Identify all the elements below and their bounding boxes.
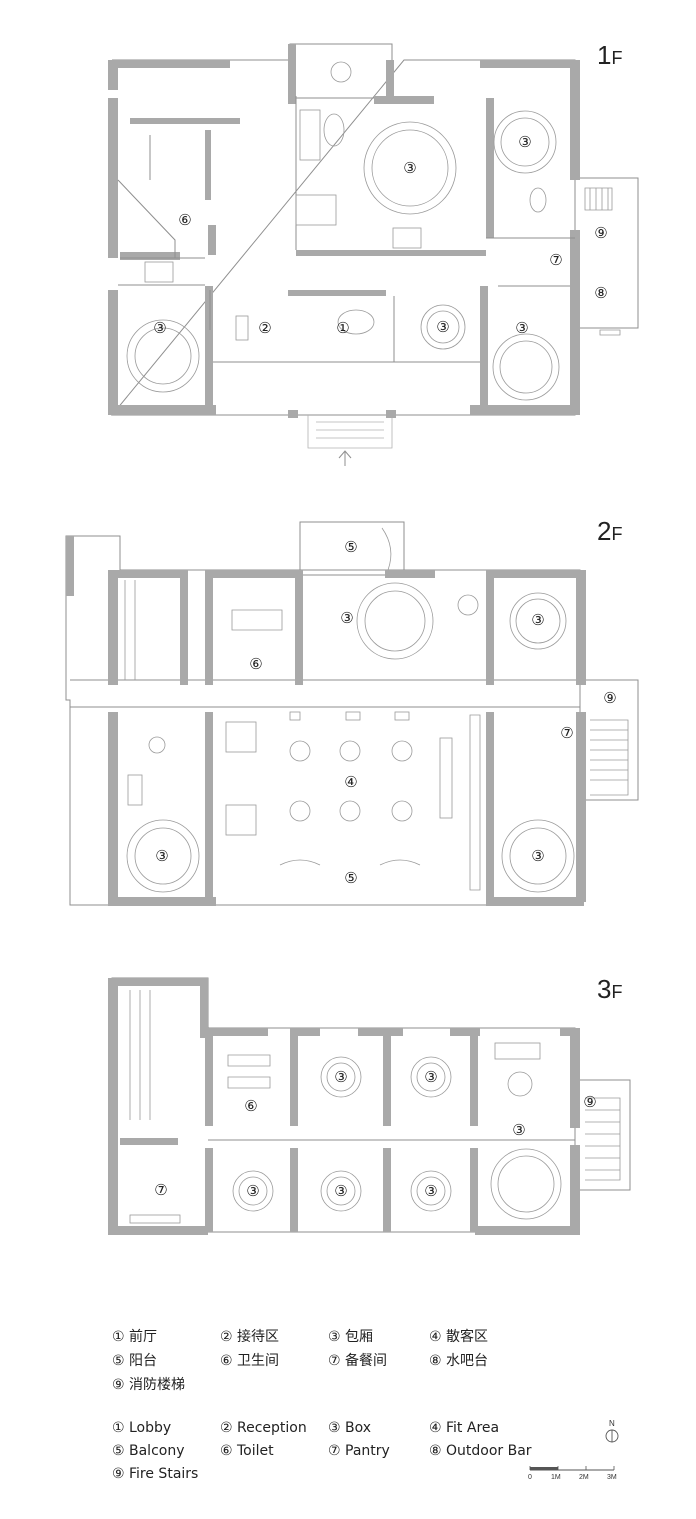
legend-cn-balcony: ⑤ 阳台	[112, 1353, 158, 1369]
floor-label-2f: 2F	[597, 516, 623, 546]
marker-2f-box-left: ③	[155, 847, 168, 865]
marker-1f-box-left: ③	[153, 319, 166, 337]
marker-2f-pantry: ⑦	[560, 724, 573, 742]
legend-en-balcony: ⑤ Balcony	[112, 1443, 185, 1459]
scale-tick-2m: 2M	[579, 1474, 589, 1481]
legend-en-box: ③ Box	[328, 1420, 372, 1436]
legend-cn-lobby: ① 前厅	[112, 1329, 158, 1345]
marker-3f-box-b: ③	[424, 1068, 437, 1086]
marker-1f-outdoor-bar: ⑧	[594, 284, 607, 302]
marker-3f-box-c: ③	[246, 1182, 259, 1200]
legend-en-outdoor-bar: ⑧ Outdoor Bar	[429, 1443, 532, 1459]
marker-2f-balcony-top: ⑤	[344, 538, 357, 556]
legend-en-lobby: ① Lobby	[112, 1420, 172, 1436]
marker-2f-box-top: ③	[340, 609, 353, 627]
legend-cn-box: ③ 包厢	[328, 1329, 374, 1345]
legend-cn-toilet: ⑥ 卫生间	[220, 1353, 280, 1369]
marker-3f-fire-stairs: ⑨	[583, 1093, 596, 1111]
scale-bar	[529, 1466, 615, 1471]
marker-3f-box-a: ③	[334, 1068, 347, 1086]
marker-1f-box-center: ③	[403, 159, 416, 177]
legend-cn-reception: ② 接待区	[220, 1329, 280, 1345]
marker-2f-balcony-bottom: ⑤	[344, 869, 357, 887]
legend-en-toilet: ⑥ Toilet	[220, 1443, 274, 1459]
marker-2f-toilet: ⑥	[249, 655, 262, 673]
marker-2f-fire-stairs: ⑨	[603, 689, 616, 707]
legend-en-fit-area: ④ Fit Area	[429, 1420, 500, 1436]
marker-1f-lobby: ①	[336, 319, 349, 337]
marker-1f-box-top-right: ③	[518, 133, 531, 151]
room-markers: ① ② ③ ③ ③ ③ ③ ⑥ ⑦ ⑧ ⑨ ⑤ ③ ③ ⑥ ⑨ ⑦ ④ ③ ③ …	[153, 133, 616, 1200]
floor-3-plan	[108, 977, 631, 1235]
legend-cn-outdoor-bar: ⑧ 水吧台	[429, 1353, 489, 1369]
legend-cn-fit-area: ④ 散客区	[429, 1329, 489, 1345]
floor-1-plan	[108, 43, 639, 466]
compass	[605, 1429, 619, 1443]
marker-2f-fit-area: ④	[344, 773, 357, 791]
marker-3f-box-e: ③	[424, 1182, 437, 1200]
legend-cn-fire-stairs: ⑨ 消防楼梯	[112, 1377, 186, 1393]
marker-3f-toilet: ⑥	[244, 1097, 257, 1115]
floor-2-plan	[65, 521, 639, 906]
legend-cn-pantry: ⑦ 备餐间	[328, 1353, 388, 1369]
scale-tick-0: 0	[528, 1474, 532, 1481]
legend-en-reception: ② Reception	[220, 1420, 307, 1436]
floor-label-1f: 1F	[597, 40, 623, 70]
marker-2f-box-right: ③	[531, 847, 544, 865]
legend-en-pantry: ⑦ Pantry	[328, 1443, 390, 1459]
marker-3f-box-large: ③	[512, 1121, 525, 1139]
marker-1f-box-mid: ③	[436, 318, 449, 336]
floor-label-3f: 3F	[597, 974, 623, 1004]
marker-2f-box-top-right: ③	[531, 611, 544, 629]
scale-tick-3m: 3M	[607, 1474, 617, 1481]
legend-en-fire-stairs: ⑨ Fire Stairs	[112, 1466, 199, 1482]
marker-1f-box-right: ③	[515, 319, 528, 337]
marker-3f-box-d: ③	[334, 1182, 347, 1200]
marker-1f-pantry: ⑦	[549, 251, 562, 269]
marker-1f-toilet: ⑥	[178, 211, 191, 229]
marker-1f-fire-stairs: ⑨	[594, 224, 607, 242]
marker-1f-reception: ②	[258, 319, 271, 337]
scale-tick-1m: 1M	[551, 1474, 561, 1481]
compass-north-label: N	[609, 1419, 615, 1428]
marker-3f-pantry: ⑦	[154, 1181, 167, 1199]
